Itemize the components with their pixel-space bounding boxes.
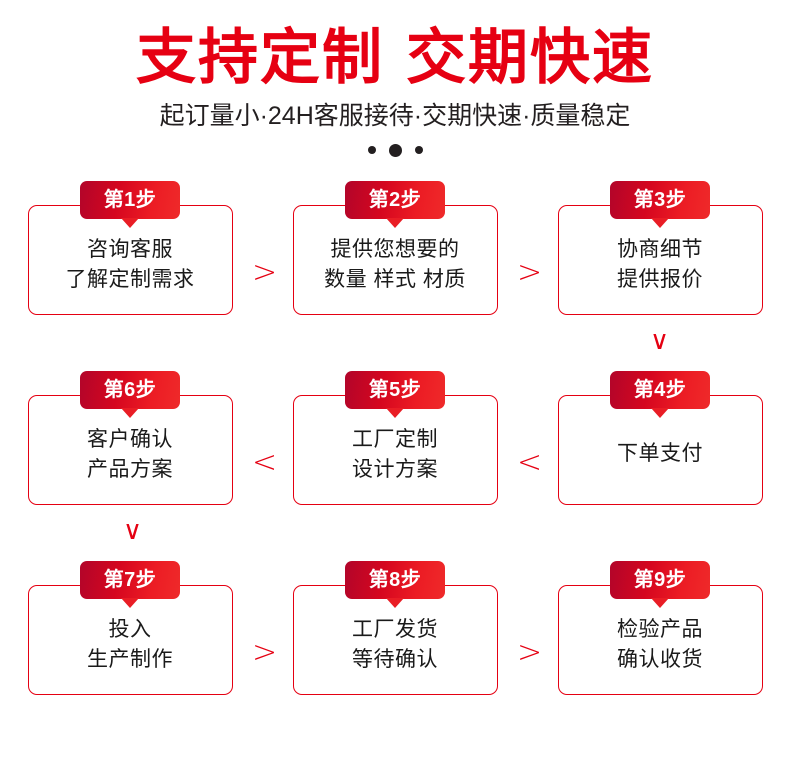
chevron-right-icon: > xyxy=(517,635,543,671)
dot-separator xyxy=(0,142,790,158)
flow-row-3: 第7步 投入 生产制作 第8步 工厂发货 等待确认 第9步 检验产品 确认收货 … xyxy=(0,560,790,696)
chevron-right-icon: > xyxy=(252,635,278,671)
separator-dot xyxy=(414,146,423,155)
step-label-1: 咨询客服 了解定制需求 xyxy=(65,238,195,292)
step-label-9: 检验产品 确认收货 xyxy=(617,618,703,672)
chevron-down-icon: ∨ xyxy=(123,516,143,547)
step-label-7: 投入 生产制作 xyxy=(87,618,173,672)
step-label-3: 协商细节 提供报价 xyxy=(617,238,703,292)
step-label-8: 工厂发货 等待确认 xyxy=(352,618,438,672)
chevron-left-icon: < xyxy=(517,445,543,481)
step-card-9[interactable]: 第9步 检验产品 确认收货 xyxy=(557,561,763,696)
step-card-1[interactable]: 第1步 咨询客服 了解定制需求 xyxy=(27,181,233,316)
flow-row-2: 第6步 客户确认 产品方案 第5步 工厂定制 设计方案 第4步 下单支付 < <… xyxy=(0,370,790,544)
step-label-4: 下单支付 xyxy=(617,442,703,466)
step-card-8[interactable]: 第8步 工厂发货 等待确认 xyxy=(292,561,498,696)
page-title: 支持定制交期快速 xyxy=(0,24,790,91)
separator-dot xyxy=(367,146,376,155)
step-badge-6: 第6步 xyxy=(80,371,180,410)
chevron-left-icon: < xyxy=(252,445,278,481)
page-title-left: 支持定制 xyxy=(136,24,384,91)
step-badge-4: 第4步 xyxy=(610,371,710,410)
step-card-6[interactable]: 第6步 客户确认 产品方案 xyxy=(27,371,233,506)
flow-row-1: 第1步 咨询客服 了解定制需求 第2步 提供您想要的 数量 样式 材质 第3步 … xyxy=(0,180,790,354)
step-badge-1: 第1步 xyxy=(80,181,180,220)
step-label-5: 工厂定制 设计方案 xyxy=(352,428,438,482)
step-card-2[interactable]: 第2步 提供您想要的 数量 样式 材质 xyxy=(292,181,498,316)
page-header: 支持定制交期快速 起订量小·24H客服接待·交期快速·质量稳定 xyxy=(0,0,790,158)
step-card-7[interactable]: 第7步 投入 生产制作 xyxy=(27,561,233,696)
step-badge-8: 第8步 xyxy=(345,561,445,600)
step-badge-9: 第9步 xyxy=(610,561,710,600)
step-card-3[interactable]: 第3步 协商细节 提供报价 xyxy=(557,181,763,316)
step-card-5[interactable]: 第5步 工厂定制 设计方案 xyxy=(292,371,498,506)
process-flow: 第1步 咨询客服 了解定制需求 第2步 提供您想要的 数量 样式 材质 第3步 … xyxy=(0,180,790,696)
chevron-down-icon: ∨ xyxy=(650,326,670,357)
step-label-2: 提供您想要的 数量 样式 材质 xyxy=(324,238,466,292)
step-badge-3: 第3步 xyxy=(610,181,710,220)
chevron-right-icon: > xyxy=(252,255,278,291)
step-label-6: 客户确认 产品方案 xyxy=(87,428,173,482)
step-badge-2: 第2步 xyxy=(345,181,445,220)
step-card-4[interactable]: 第4步 下单支付 xyxy=(557,371,763,506)
page-title-right: 交期快速 xyxy=(406,24,654,91)
chevron-right-icon: > xyxy=(517,255,543,291)
separator-dot xyxy=(388,143,402,157)
page-subtitle: 起订量小·24H客服接待·交期快速·质量稳定 xyxy=(159,101,631,130)
step-badge-7: 第7步 xyxy=(80,561,180,600)
step-badge-5: 第5步 xyxy=(345,371,445,410)
